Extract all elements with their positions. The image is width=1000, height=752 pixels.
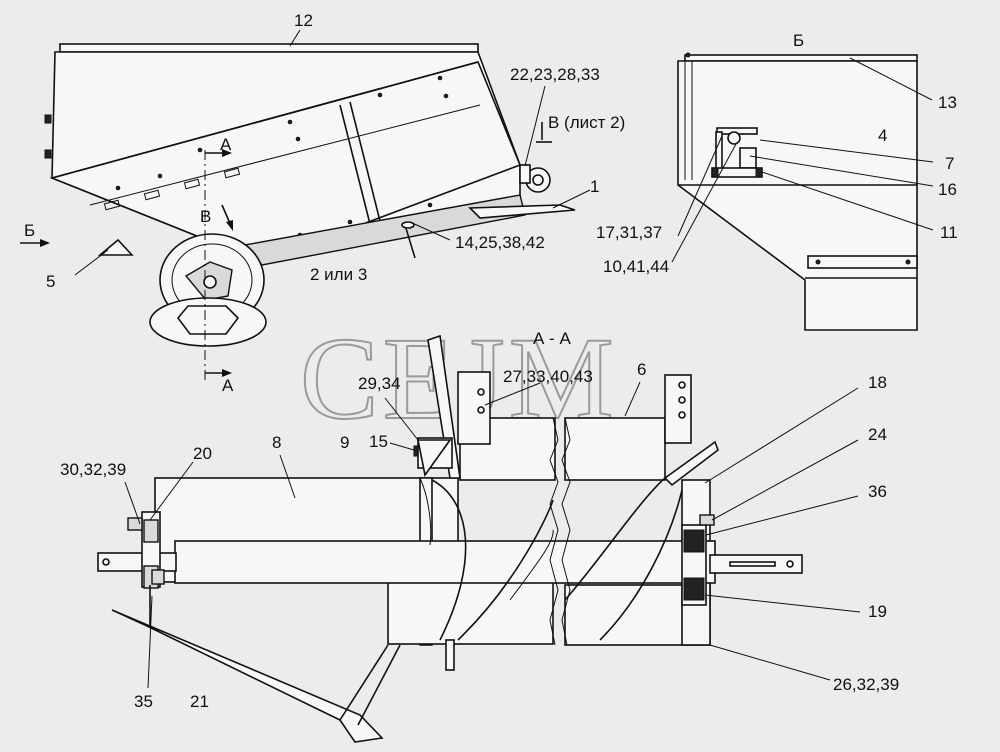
label-26-32-39: 26,32,39 [833,675,899,694]
watermark-text: СЕЈМ [300,313,618,444]
label-30-32-39: 30,32,39 [60,460,126,479]
label-15: 15 [369,432,388,451]
upper-tube-right [564,417,666,481]
stand-leg [97,238,134,256]
label-29-34: 29,34 [358,374,401,393]
left-bearing [127,511,165,589]
auger-shaft [174,540,716,584]
label-11: 11 [940,223,958,242]
mounting-bracket-left [457,371,491,445]
label-13: 13 [938,93,957,112]
label-16: 16 [938,180,957,199]
auger-trough-lower [387,581,554,645]
auger-flight-1 [431,479,467,641]
label-17-31-37: 17,31,37 [596,223,662,242]
view-b-title: Б [793,31,804,50]
label-27-33-40-43: 27,33,40,43 [503,367,593,386]
hopper-lid [59,43,479,53]
label-6: 6 [637,360,646,379]
label-22-23-28-33: 22,23,28,33 [510,65,600,84]
label-7: 7 [945,154,954,173]
label-1: 1 [590,177,599,196]
label-v: В [200,207,211,226]
view-b-bracket [807,255,918,269]
section-a-a-title: А - А [533,329,571,348]
label-5: 5 [46,272,55,291]
label-14-25-38-42: 14,25,38,42 [455,233,545,252]
label-35: 35 [134,692,153,711]
label-section-a-bottom: А [222,376,234,395]
wheel [149,233,267,347]
discharge-chute [111,609,384,743]
label-4: 4 [878,126,887,145]
label-v-sheet-2: В (лист 2) [548,113,625,132]
label-20: 20 [193,444,212,463]
label-21: 21 [190,692,209,711]
label-10-41-44: 10,41,44 [603,257,669,276]
rod [404,224,416,259]
right-bearing [681,514,715,606]
label-section-a-top: А [220,135,232,154]
label-24: 24 [868,425,887,444]
mounting-bracket-right [664,374,692,444]
label-12: 12 [294,11,313,30]
label-8: 8 [272,433,281,452]
label-19: 19 [868,602,887,621]
auger-flight-2 [564,477,666,601]
view-b-lid [684,54,918,62]
label-b: Б [24,221,35,240]
label-18: 18 [868,373,887,392]
view-b-lever [711,127,763,178]
section-a-a [97,334,861,743]
view-b [671,52,934,331]
drawbar [468,204,576,219]
label-9: 9 [340,433,349,452]
label-36: 36 [868,482,887,501]
label-2-or-3: 2 или 3 [310,265,367,284]
hopper-side-view [20,29,591,380]
view-b-wall [677,60,918,331]
